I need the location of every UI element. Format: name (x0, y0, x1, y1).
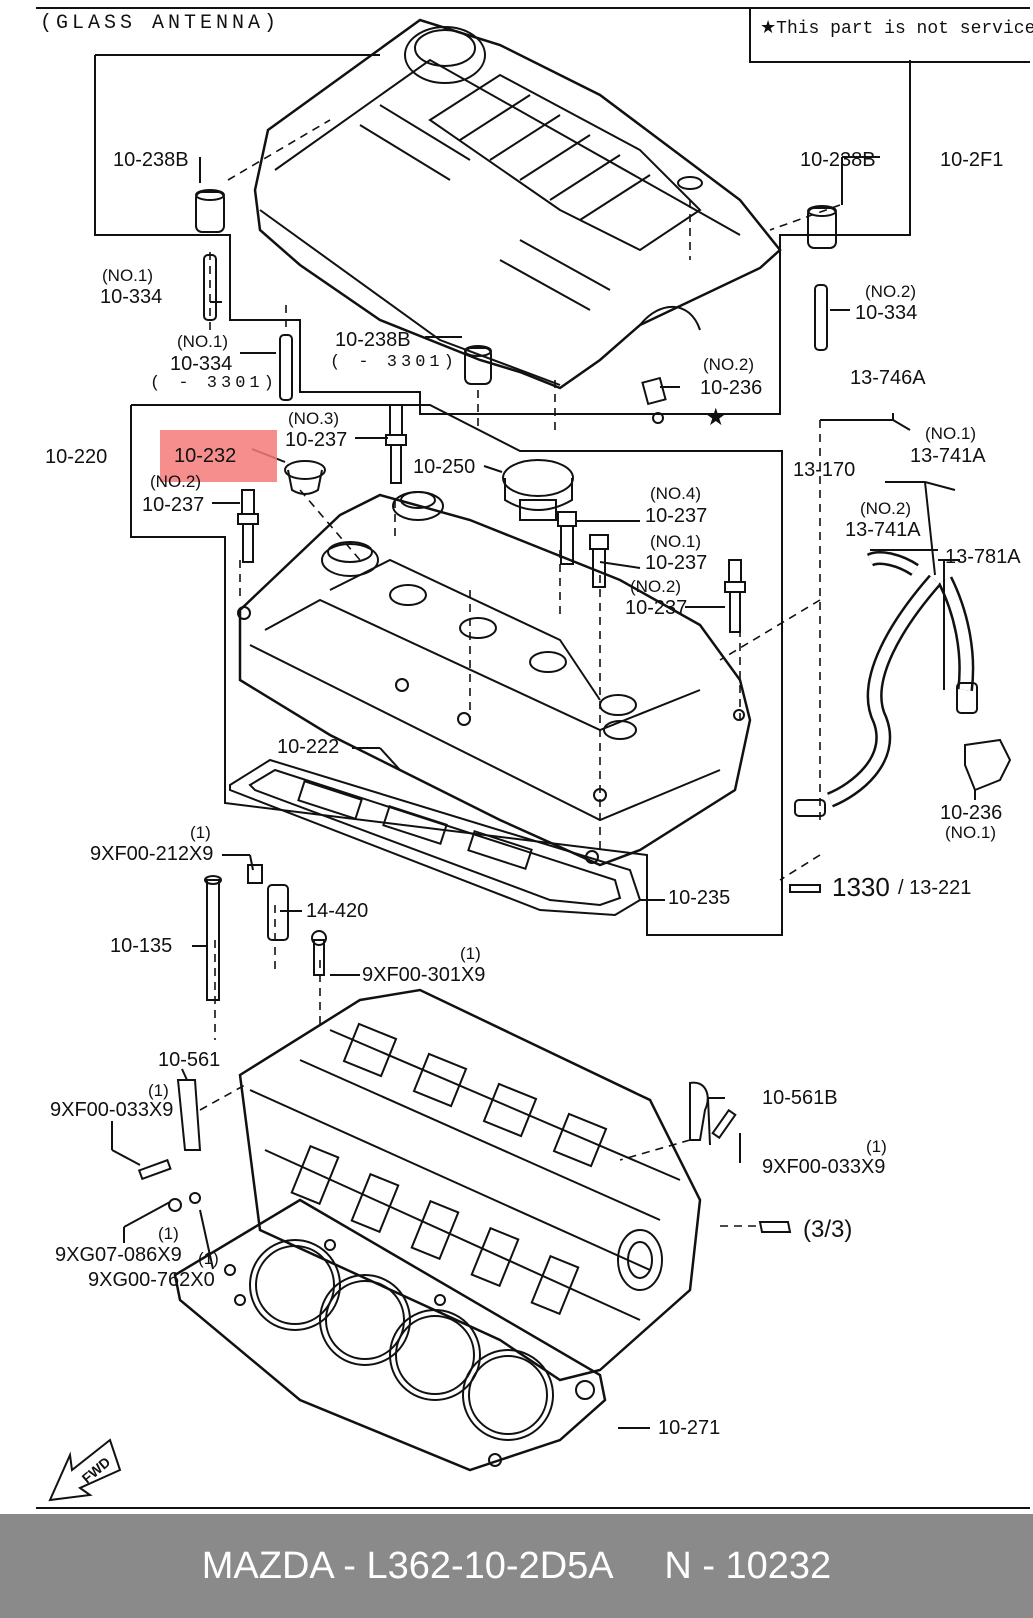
label-10-561b: 10-561B (762, 1087, 838, 1109)
label-14-420: 14-420 (306, 900, 369, 922)
label-10-237-no1: 10-237 (645, 552, 708, 574)
label-9xg00: 9XG00-762X0 (88, 1269, 215, 1291)
label-10-237-no1-tag: (NO.1) (650, 532, 701, 551)
label-10-238b-center: 10-238B (335, 329, 411, 351)
label-10-236-no2: 10-236 (700, 377, 763, 399)
label-3301-b: ( - 3301) (330, 353, 458, 372)
label-10-235: 10-235 (668, 887, 731, 909)
label-10-236-no2-tag: (NO.2) (703, 355, 754, 374)
diagram-lines: ★ (36, 7, 1030, 1509)
label-9xf00-212: 9XF00-212X9 (90, 843, 214, 865)
label-13-741a-no1-tag: (NO.1) (925, 424, 976, 443)
label-10-334-no1: 10-334 (100, 286, 163, 308)
label-9xg00-tag: (1) (198, 1249, 219, 1268)
label-10-561: 10-561 (158, 1049, 221, 1071)
highlight-10-232 (160, 430, 277, 482)
label-9xf00-033r-tag: (1) (866, 1137, 887, 1156)
label-9xf00-033r: 9XF00-033X9 (762, 1156, 886, 1178)
label-10-334-no1-tag: (NO.1) (102, 266, 153, 285)
label-3301-a: ( - 3301) (150, 374, 278, 393)
label-10-237-no4-tag: (NO.4) (650, 484, 701, 503)
label-13-781a: 13-781A (945, 546, 1021, 568)
label-10-334-no1b: 10-334 (170, 353, 233, 375)
label-10-237-no4: 10-237 (645, 505, 708, 527)
label-10-236-no1-tag: (NO.1) (945, 823, 996, 842)
parts-diagram: ★ (GLASS ANTENNA) ★This part is not serv… (36, 7, 1033, 1509)
label-10-236-no1: 10-236 (940, 802, 1003, 824)
label-13-741a-no1: 13-741A (910, 445, 986, 467)
label-10-220: 10-220 (45, 446, 108, 468)
label-9xg07-tag: (1) (158, 1224, 179, 1243)
label-9xf00-212-tag: (1) (190, 823, 211, 842)
label-10-237-no2b: 10-237 (625, 597, 688, 619)
label-10-334-no2: 10-334 (855, 302, 918, 324)
star-icon-clip: ★ (705, 404, 727, 431)
label-10-238b-right: 10-238B (800, 149, 876, 171)
label-9xg07: 9XG07-086X9 (55, 1244, 182, 1266)
label-13-221: / 13-221 (898, 877, 972, 899)
label-10-232: 10-232 (174, 445, 237, 467)
label-10-2f1: 10-2F1 (940, 149, 1004, 171)
label-13-746a: 13-746A (850, 367, 926, 389)
label-13-741a-no2-tag: (NO.2) (860, 499, 911, 518)
not-serviced-note: ★This part is not serviced. (760, 19, 1033, 39)
label-10-222: 10-222 (277, 736, 340, 758)
label-3-3: (3/3) (803, 1216, 853, 1243)
label-9xf00-301-tag: (1) (460, 944, 481, 963)
label-10-135: 10-135 (110, 935, 173, 957)
part-number-footer: MAZDA - L362-10-2D5A N - 10232 (0, 1514, 1033, 1618)
label-10-237-no3: 10-237 (285, 429, 348, 451)
label-9xf00-033l: 9XF00-033X9 (50, 1099, 174, 1121)
label-9xf00-033l-tag: (1) (148, 1081, 169, 1100)
label-10-237-no2a: 10-237 (142, 494, 205, 516)
label-10-237-no3-tag: (NO.3) (288, 409, 339, 428)
label-9xf00-301: 9XF00-301X9 (362, 964, 486, 986)
label-1330: 1330 (832, 872, 890, 902)
label-13-741a-no2: 13-741A (845, 519, 921, 541)
label-10-238b-left: 10-238B (113, 149, 189, 171)
label-10-334-no2-tag: (NO.2) (865, 282, 916, 301)
label-13-170: 13-170 (793, 459, 856, 481)
diagram-title: (GLASS ANTENNA) (40, 12, 281, 35)
label-10-250: 10-250 (413, 456, 476, 478)
label-10-271: 10-271 (658, 1417, 721, 1439)
label-10-237-no2a-tag: (NO.2) (150, 472, 201, 491)
label-10-334-no1b-tag: (NO.1) (177, 332, 228, 351)
label-10-237-no2b-tag: (NO.2) (630, 577, 681, 596)
footer-text: MAZDA - L362-10-2D5A N - 10232 (201, 1544, 832, 1587)
